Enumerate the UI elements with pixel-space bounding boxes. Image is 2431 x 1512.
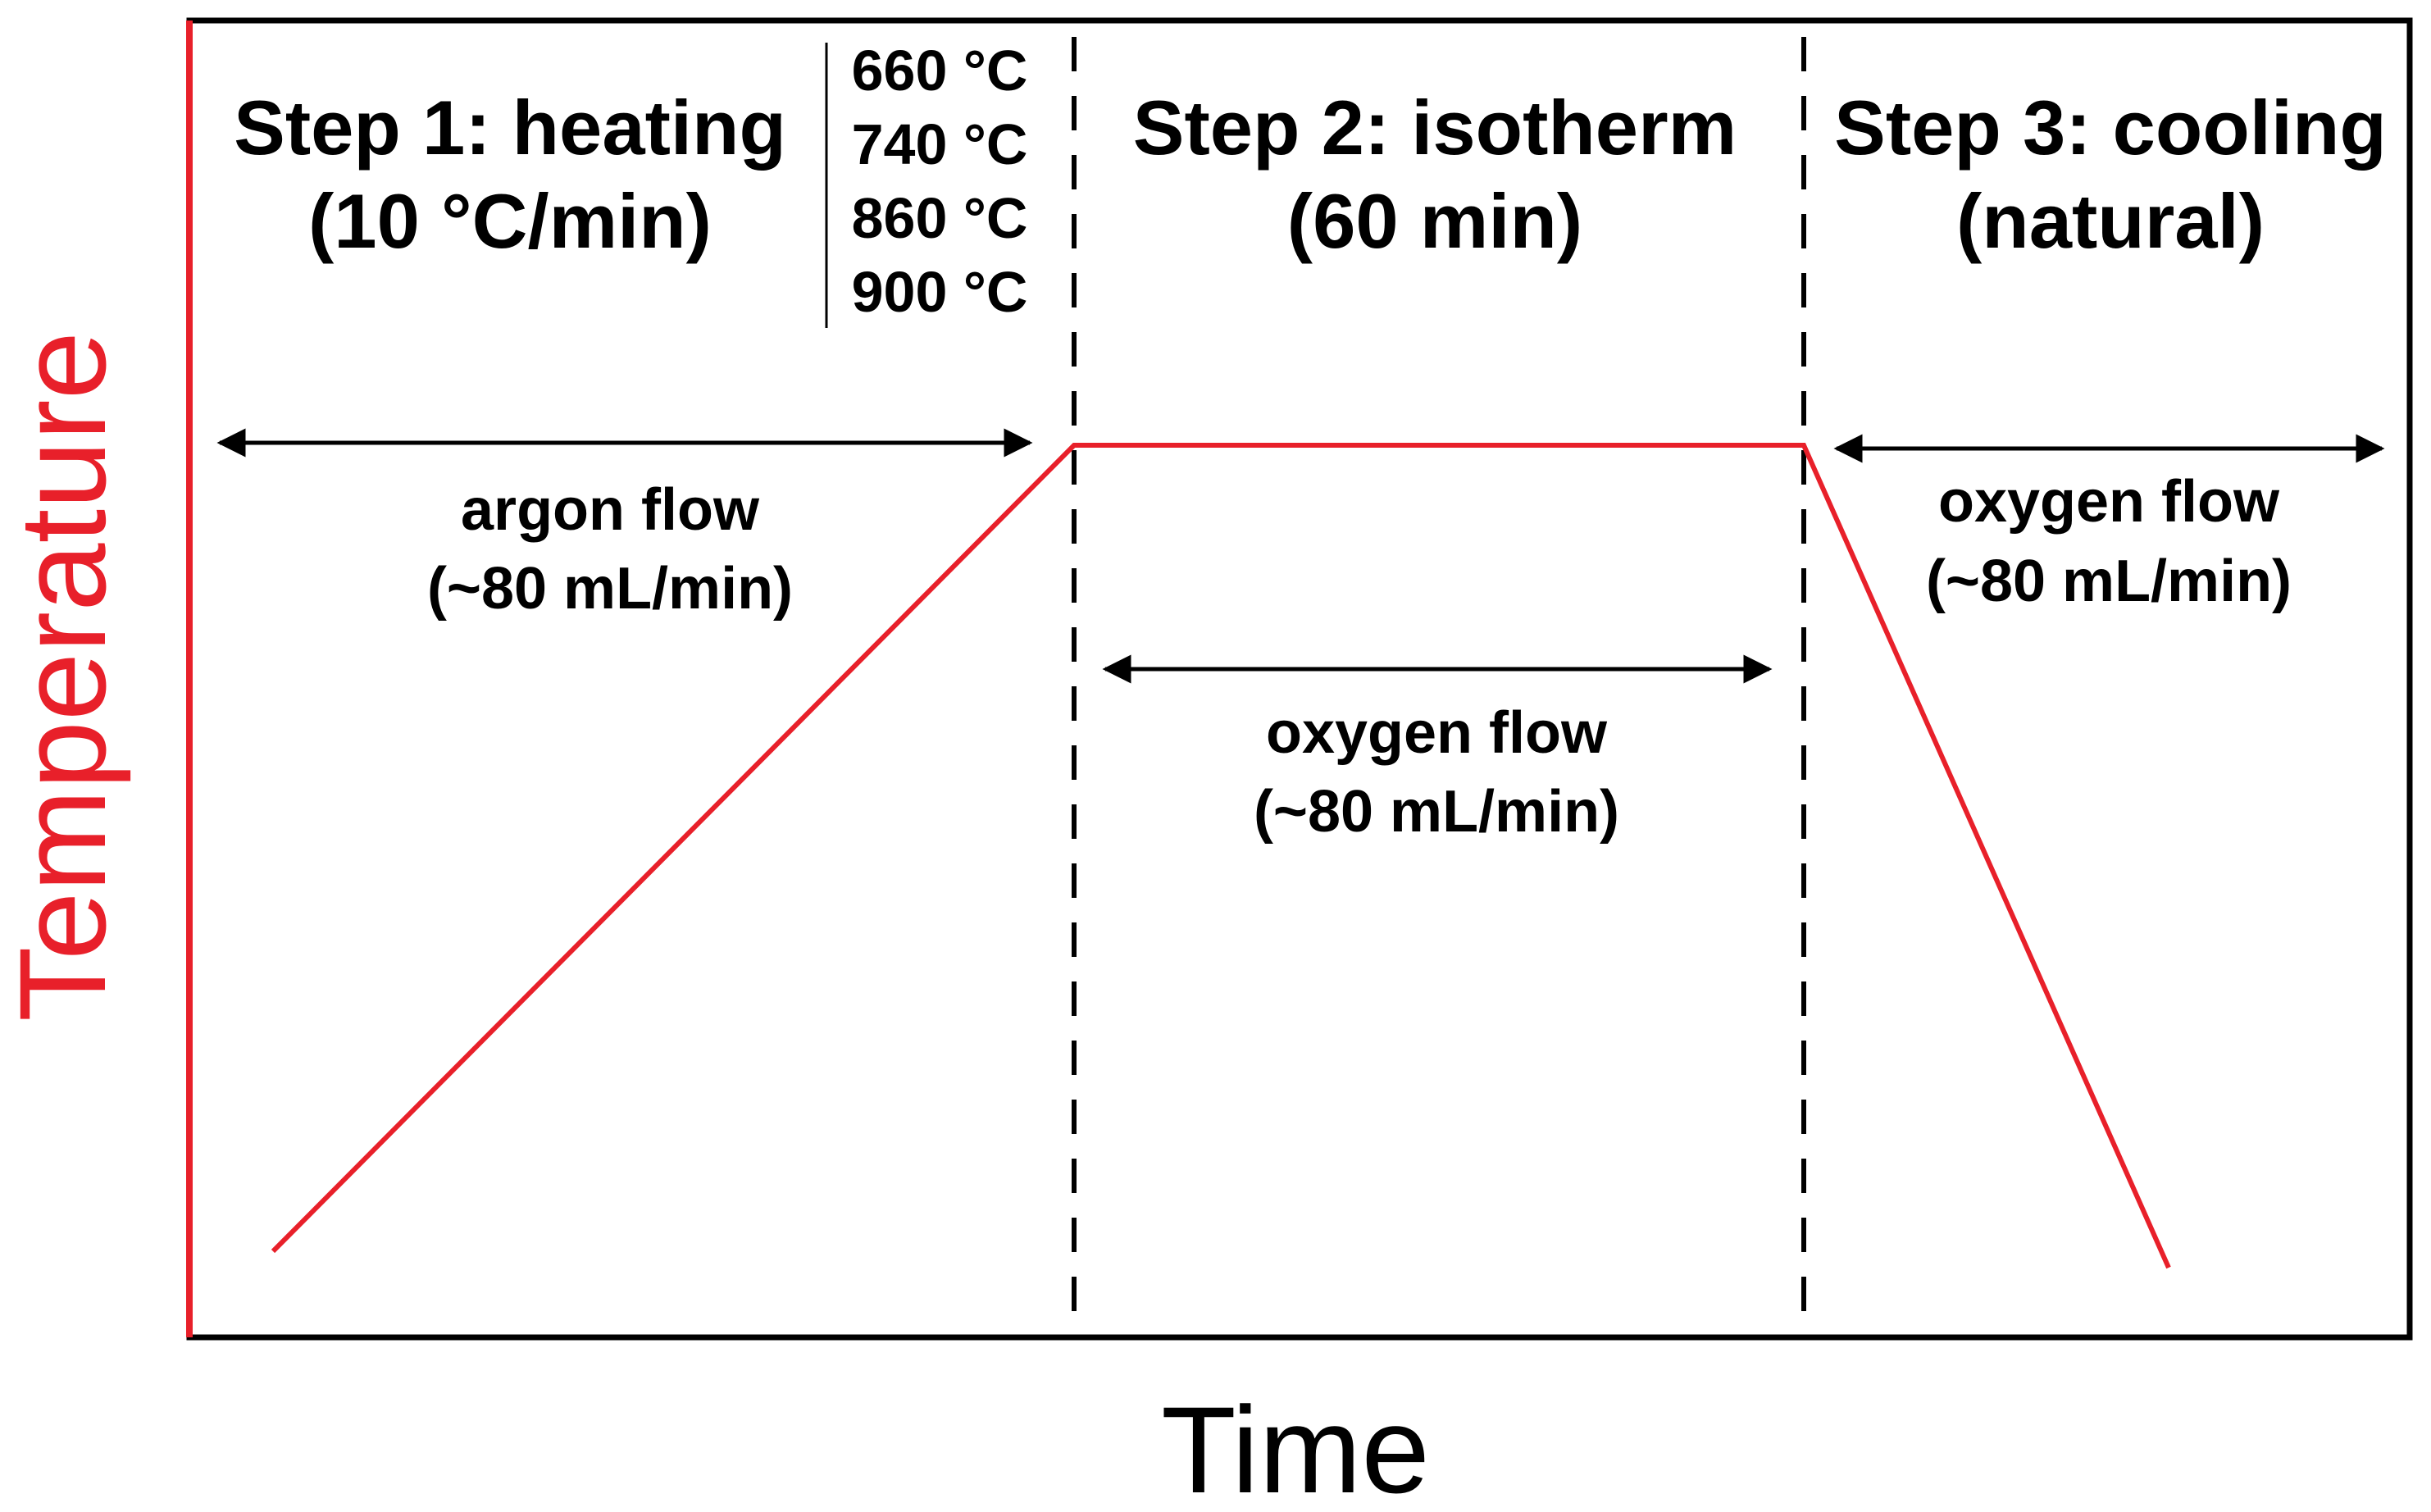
oxygen-flow-rate-isotherm: (~80 mL/min) — [1254, 779, 1619, 845]
isotherm-temperature-900: 900 °C — [852, 260, 1028, 324]
oxygen-flow-label-cooling: oxygen flow — [1938, 469, 2280, 535]
step-2-detail: (60 min) — [1287, 178, 1582, 264]
step-3-title: Step 3: cooling — [1834, 84, 2387, 171]
temperature-profile-line — [271, 443, 2171, 1269]
step-3-detail: (natural) — [1956, 178, 2265, 264]
y-axis-label: Temperature — [0, 331, 131, 1022]
oxygen-flow-label-isotherm: oxygen flow — [1266, 700, 1608, 766]
argon-flow-rate: (~80 mL/min) — [427, 556, 793, 622]
step-1-detail: (10 °C/min) — [308, 178, 712, 264]
isotherm-temperature-740: 740 °C — [852, 112, 1028, 176]
isotherm-temperature-860: 860 °C — [852, 186, 1028, 250]
step-2-title: Step 2: isotherm — [1133, 84, 1737, 171]
step-1-title: Step 1: heating — [234, 84, 786, 171]
x-axis-label: Time — [1161, 1381, 1430, 1512]
oxygen-flow-rate-cooling: (~80 mL/min) — [1926, 549, 2292, 614]
argon-flow-label: argon flow — [461, 477, 760, 543]
isotherm-temperature-660: 660 °C — [852, 39, 1028, 102]
